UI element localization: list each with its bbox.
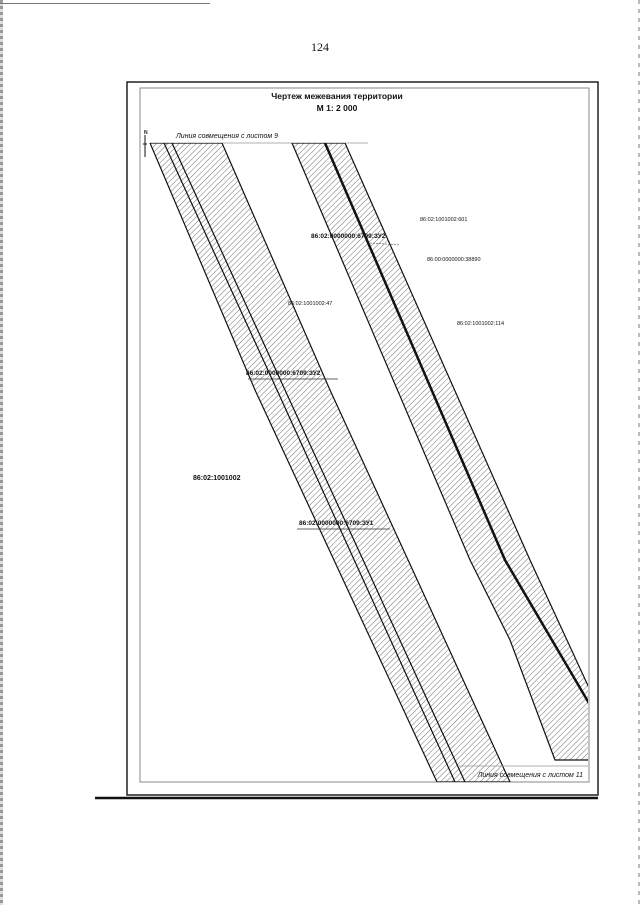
left-corridor-line — [163, 143, 456, 782]
scan-edge — [0, 0, 3, 905]
parcel-label: 86:02:1001002:114 — [457, 321, 504, 327]
drawing-scale: М 1: 2 000 — [317, 103, 358, 113]
page-number: 124 — [311, 40, 329, 54]
drawing-title: Чертеж межевания территории — [271, 91, 402, 101]
north-arrow-icon: N — [143, 130, 148, 157]
quarter-label: 86:02:1001002 — [193, 475, 241, 482]
parcel-label: 86:00:0000000:38890 — [427, 257, 481, 263]
inner-frame — [139, 87, 590, 783]
junction-label-bottom: Линия совмещения с листом 11 — [477, 772, 584, 779]
right-corridor-strip — [291, 143, 588, 761]
outer-frame — [126, 81, 599, 796]
left-corridor-line — [171, 143, 466, 782]
zu-label: 86:02:0000000:6709:ЗУ2 — [311, 233, 386, 240]
right-corridor-line — [323, 143, 588, 705]
junction-label-top: Линия совмещения с листом 9 — [175, 133, 278, 140]
left-corridor-strip — [149, 143, 511, 782]
parcel-label: 86:02:1001002:601 — [420, 217, 467, 223]
svg-text:N: N — [144, 130, 148, 136]
scan-edge — [638, 0, 640, 905]
parcel-label: 86:02:1001002:47 — [288, 301, 332, 307]
leader-line — [369, 242, 401, 246]
scan-line — [0, 3, 210, 4]
zu-label: 86:02:0000000:6709:ЗУ1 — [299, 520, 374, 527]
zu-label: 86:02:0000000:6709:ЗУ2 — [246, 370, 321, 377]
